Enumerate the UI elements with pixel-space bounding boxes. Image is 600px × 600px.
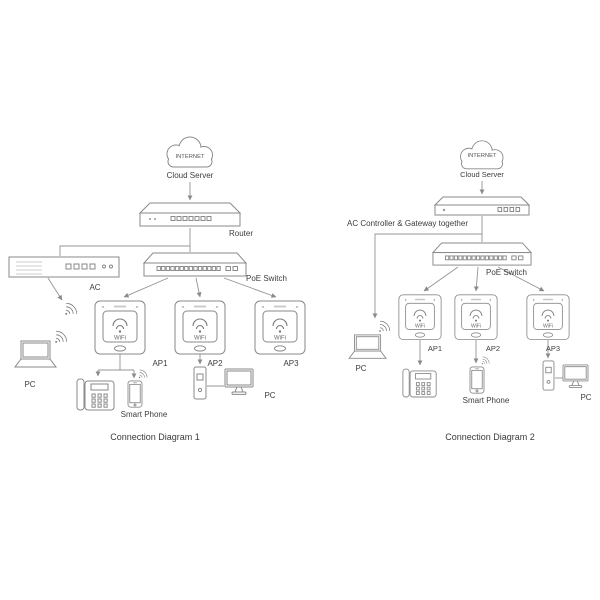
pc-right-label-2: PC xyxy=(580,393,591,402)
ac-device xyxy=(8,256,120,278)
desktop-pc-2 xyxy=(562,364,589,389)
cloud-server-label-1: Cloud Server xyxy=(167,171,214,180)
ap3-label-1: AP3 xyxy=(283,359,299,368)
internet-cloud-1 xyxy=(166,136,213,168)
wifi-signal-ac-1 xyxy=(64,302,78,316)
desktop-pc-1 xyxy=(224,368,254,395)
desk-phone-1 xyxy=(76,378,115,411)
ap1-device-2 xyxy=(398,294,442,341)
wifi-signal-smartphone-1 xyxy=(138,369,148,379)
laptop-pc-2 xyxy=(348,334,387,359)
diagram-1: INTERNET Cloud Server Router AC PoE Swit… xyxy=(8,136,306,442)
ap3-device-2 xyxy=(526,294,570,341)
smart-phone-label-1: Smart Phone xyxy=(121,410,168,419)
poe-switch-label-2: PoE Switch xyxy=(486,268,527,277)
ap3-device-1 xyxy=(254,300,306,355)
connectors-diagram-2 xyxy=(372,181,564,379)
connectors-diagram-1 xyxy=(47,182,277,387)
ap2-label-1: AP2 xyxy=(207,359,223,368)
ap3-label-2: AP3 xyxy=(546,344,560,353)
poe-switch-1 xyxy=(143,252,247,277)
wifi-signal-smartphone-2 xyxy=(481,356,490,365)
ap1-device-1 xyxy=(94,300,146,355)
smart-phone-label-2: Smart Phone xyxy=(463,396,510,405)
wifi-signal-laptop-1 xyxy=(54,330,68,344)
gateway-device xyxy=(434,196,530,216)
wall-adapter-2 xyxy=(542,360,555,391)
ap1-label-1: AP1 xyxy=(152,359,168,368)
wifi-signal-laptop-2 xyxy=(378,320,391,333)
ap2-device-1 xyxy=(174,300,226,355)
caption-diagram-2: Connection Diagram 2 xyxy=(445,432,535,442)
laptop-pc-1 xyxy=(14,340,57,368)
caption-diagram-1: Connection Diagram 1 xyxy=(110,432,200,442)
internet-label-2: INTERNET xyxy=(468,153,497,159)
pc-right-label-1: PC xyxy=(264,391,275,400)
pc-left-label-2: PC xyxy=(355,364,366,373)
gateway-label: AC Controller & Gateway together xyxy=(347,219,468,228)
poe-switch-label-1: PoE Switch xyxy=(246,274,287,283)
diagram-2: INTERNET Cloud Server AC Controller & Ga… xyxy=(347,140,592,442)
ap1-label-2: AP1 xyxy=(428,344,442,353)
ap2-label-2: AP2 xyxy=(486,344,500,353)
smartphone-2 xyxy=(469,366,485,394)
wall-adapter-1 xyxy=(193,366,207,400)
desk-phone-2 xyxy=(402,368,437,398)
internet-label-1: INTERNET xyxy=(176,154,205,160)
pc-left-label-1: PC xyxy=(24,380,35,389)
router-label: Router xyxy=(229,229,253,238)
ap2-device-2 xyxy=(454,294,498,341)
smartphone-1 xyxy=(127,380,143,408)
cloud-server-label-2: Cloud Server xyxy=(460,170,504,179)
ac-label: AC xyxy=(89,283,100,292)
poe-switch-2 xyxy=(432,242,532,266)
router-device xyxy=(139,202,241,227)
